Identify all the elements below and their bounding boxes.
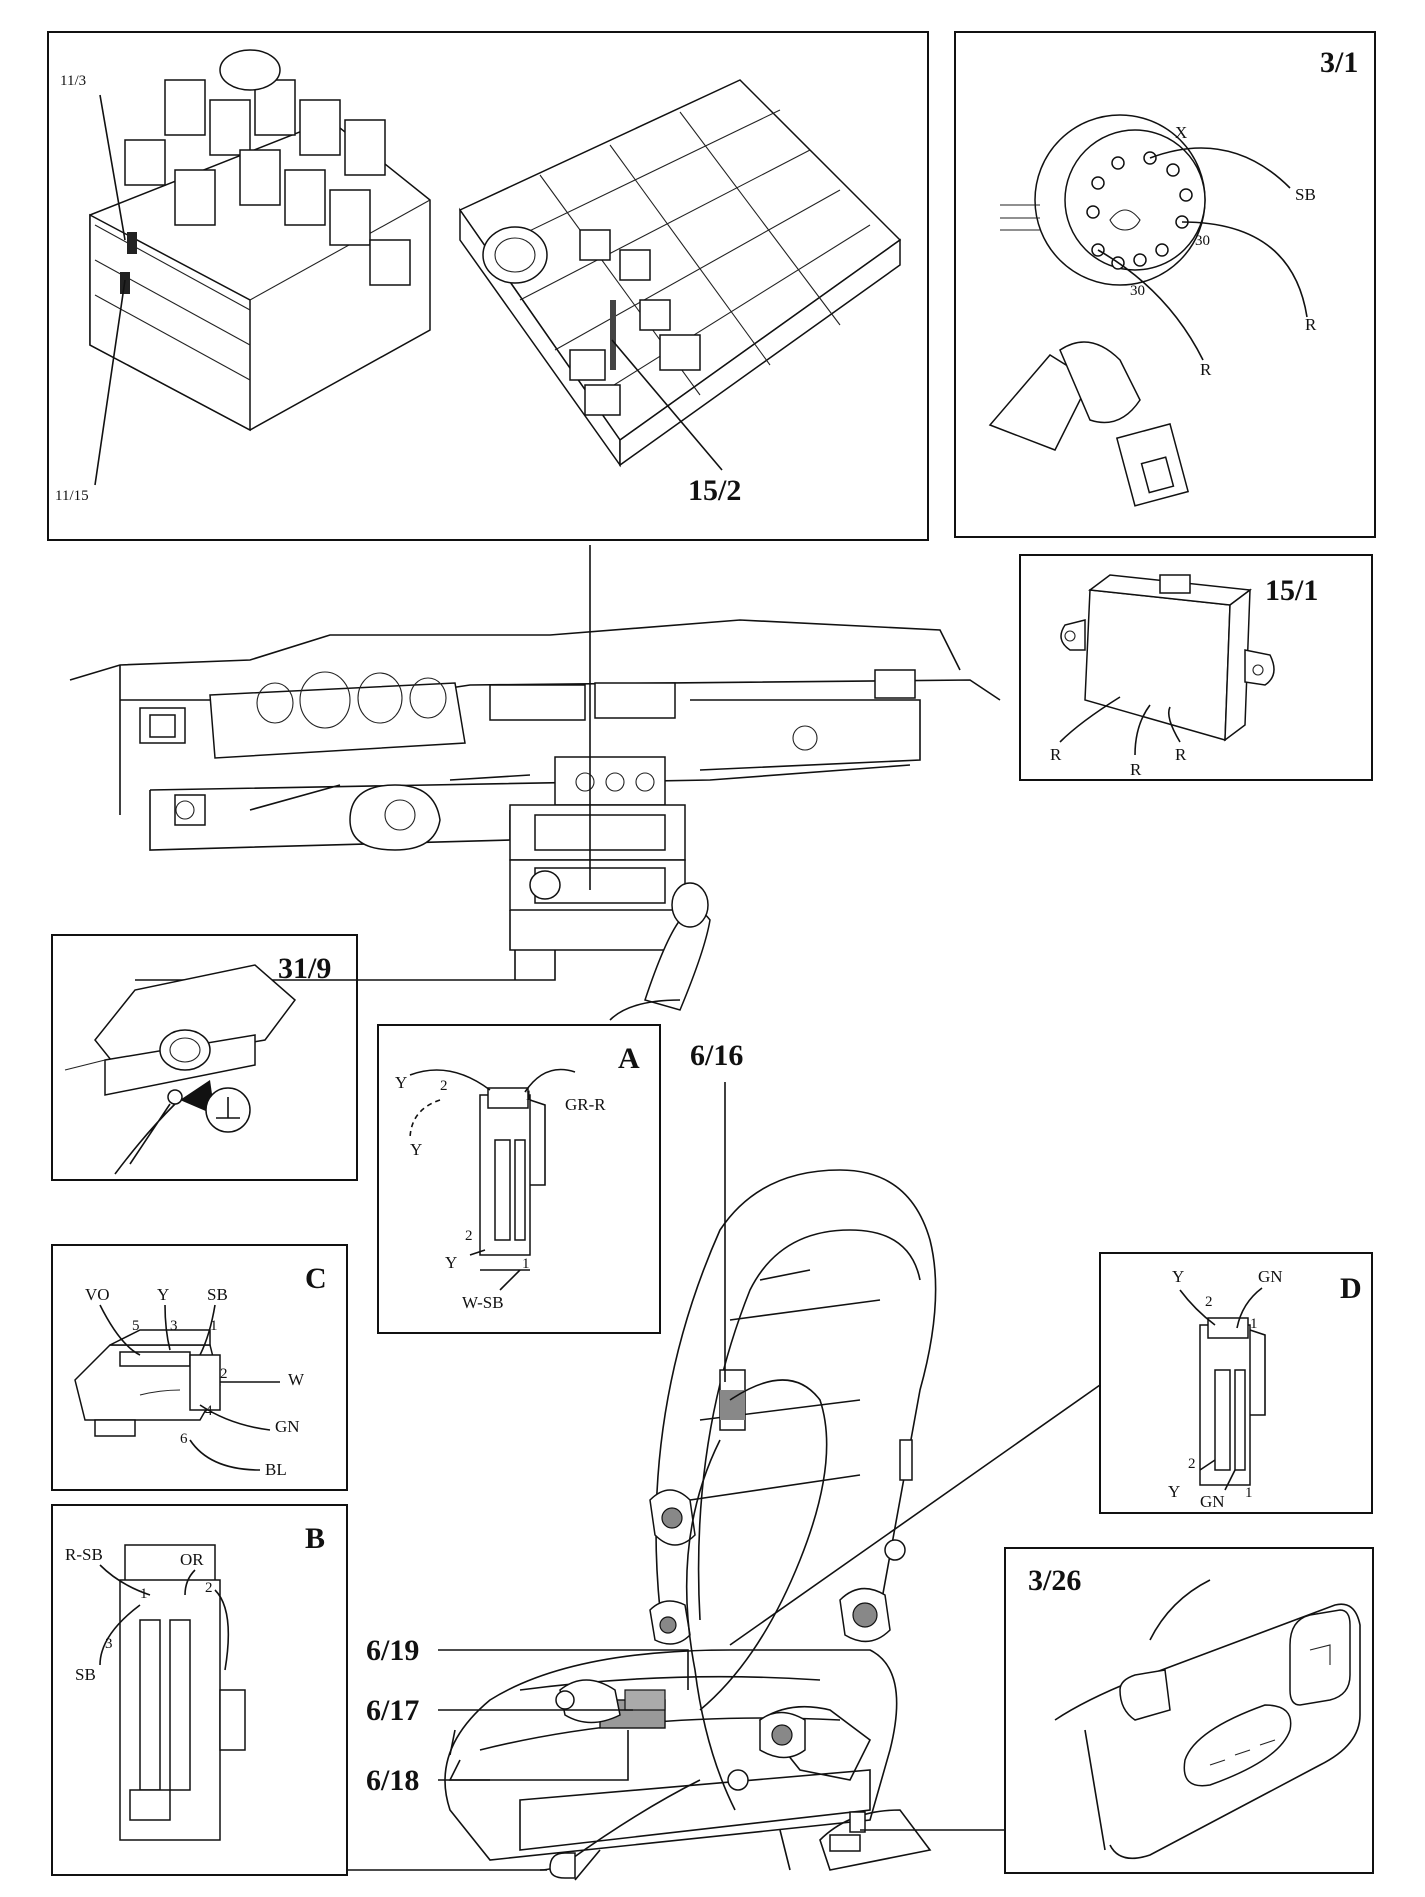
conn-d-y-top: Y [1172,1267,1184,1286]
fusebox-panel: 11/3 11/15 15/2 [47,31,929,541]
connector-d-illustration [1199,1317,1266,1486]
conn-d-pin1-bottom: 1 [1245,1485,1253,1501]
conn-a-w-sb: W-SB [462,1293,504,1312]
conn-c-pin5: 5 [132,1318,140,1334]
leader-lines [347,1082,1101,1871]
conn-a-gr-r: GR-R [565,1095,606,1114]
conn-a-id: A [618,1042,640,1075]
conn-c-w: W [288,1370,305,1389]
conn-b-r-sb: R-SB [65,1545,103,1564]
conn-c-id: C [305,1262,327,1295]
conn-a-y-bottom: Y [445,1253,457,1272]
switch-pin-sb: SB [1295,185,1316,204]
dashboard-illustration [69,545,1001,1021]
conn-c-pin6: 6 [180,1431,188,1447]
connector-c-illustration [74,1329,221,1437]
seat-switch-illustration [1054,1579,1361,1860]
conn-d-y-bottom: Y [1168,1482,1180,1501]
conn-d-pin2-top: 2 [1205,1294,1213,1310]
conn-c-pin3: 3 [170,1318,178,1334]
module-id: 15/1 [1265,574,1318,607]
connector-c-panel: C VO Y SB 5 3 1 2 W 4 GN 6 BL [51,1244,348,1491]
module-wire-2: R [1130,760,1142,779]
conn-d-id: D [1340,1272,1362,1305]
module-illustration [1060,574,1275,742]
ground-illustration [64,964,297,1175]
switch-pin-r2: R [1200,360,1212,379]
seat-switch-panel: 3/26 [1004,1547,1374,1874]
module-panel: 15/1 R R R [1019,554,1373,781]
conn-b-pin2: 2 [205,1580,213,1596]
module-wire-1: R [1050,745,1062,764]
conn-d-gn-bottom: GN [1200,1492,1225,1511]
switch-id: 3/1 [1320,46,1358,79]
switch-panel: 3/1 X SB 30 30 R R [954,31,1376,538]
conn-a-pin1-top: 1 [525,1088,533,1104]
conn-a-pin2-bottom: 2 [465,1228,473,1244]
ground-id: 31/9 [278,952,331,985]
conn-a-pin2-top: 2 [440,1078,448,1094]
conn-b-id: B [305,1522,325,1555]
conn-c-gn: GN [275,1417,300,1436]
conn-a-y-dashed: Y [410,1140,422,1159]
conn-c-bl: BL [265,1460,287,1479]
conn-b-sb: SB [75,1665,96,1684]
fuse-label-top: 11/3 [60,73,86,89]
seat-label-6-18: 6/18 [366,1764,419,1797]
ground-panel: 31/9 [51,934,358,1181]
connector-b-panel: B R-SB OR 1 2 3 SB [51,1504,348,1876]
conn-a-y-top: Y [395,1073,407,1092]
connector-a-panel: A Y 2 1 GR-R Y 2 Y 1 W-SB [377,1024,661,1334]
conn-c-pin1: 1 [210,1318,218,1334]
seat-label-6-16: 6/16 [690,1039,743,1072]
relay-label: 15/2 [688,474,741,507]
switch-pin-30b: 30 [1130,283,1145,299]
conn-d-pin2-bottom: 2 [1188,1456,1196,1472]
switch-pin-x: X [1175,123,1187,142]
switch-pin-30a: 30 [1195,233,1210,249]
connector-a-illustration [479,1087,546,1271]
conn-c-y: Y [157,1285,169,1304]
conn-a-pin1-bottom: 1 [522,1256,530,1272]
connector-d-panel: D Y GN 2 1 2 Y GN 1 [1099,1252,1373,1514]
conn-b-pin1: 1 [140,1586,148,1602]
seat-label-6-19: 6/19 [366,1634,419,1667]
relay-holder-illustration [458,79,902,468]
connector-b-illustration [119,1544,246,1841]
seat-switch-id: 3/26 [1028,1564,1081,1597]
switch-illustration [988,114,1206,507]
seat-illustration [444,1169,937,1881]
conn-c-pin2: 2 [220,1366,228,1382]
conn-c-vo: VO [85,1285,110,1304]
conn-d-pin1-top: 1 [1250,1316,1258,1332]
switch-pin-r1: R [1305,315,1317,334]
fuse-label-bottom: 11/15 [55,488,89,504]
conn-d-gn-top: GN [1258,1267,1283,1286]
conn-c-sb: SB [207,1285,228,1304]
module-wire-3: R [1175,745,1187,764]
conn-b-pin3: 3 [105,1636,113,1652]
seat-label-6-17: 6/17 [366,1694,419,1727]
relay-block-illustration [89,49,431,432]
conn-b-or: OR [180,1550,204,1569]
